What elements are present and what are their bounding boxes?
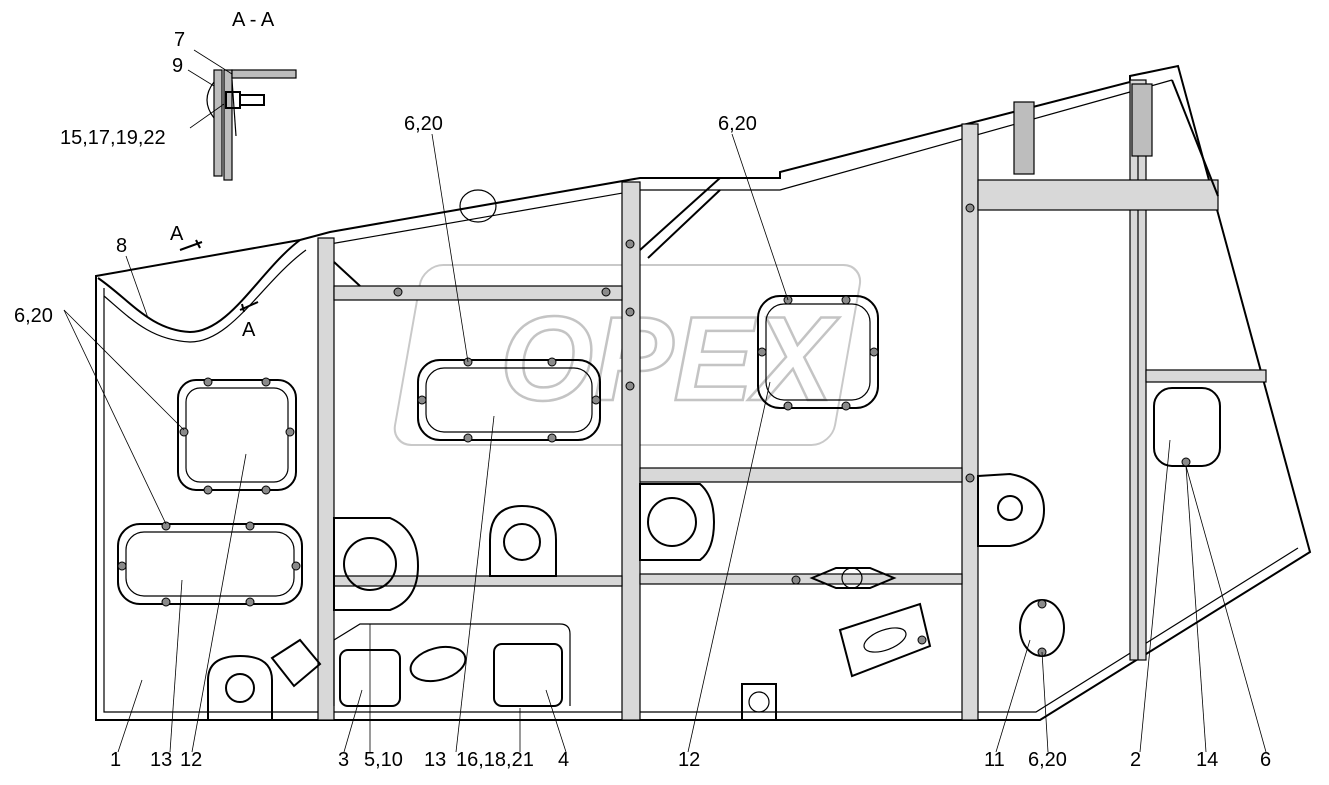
callout-12-left: 12 xyxy=(180,749,202,771)
bolts xyxy=(117,203,1191,657)
section-marker-left: A xyxy=(170,223,184,245)
callout-6-20-right: 6,20 xyxy=(718,113,757,135)
callout-8: 8 xyxy=(116,235,127,257)
callout-5-10: 5,10 xyxy=(364,749,403,771)
callout-13-center: 13 xyxy=(424,749,446,771)
section-title: A - A xyxy=(232,9,275,31)
leader-lines xyxy=(63,133,1267,753)
callout-9: 9 xyxy=(172,55,183,77)
callout-labels: A - A 7 9 15,17,19,22 8 6,20 6,20 6,20 6… xyxy=(14,9,1271,771)
callout-13-left: 13 xyxy=(150,749,172,771)
callout-6-20-left: 6,20 xyxy=(14,305,53,327)
callout-14: 14 xyxy=(1196,749,1218,771)
callout-15-17-19-22: 15,17,19,22 xyxy=(60,127,166,149)
callout-7: 7 xyxy=(174,29,185,51)
callout-6: 6 xyxy=(1260,749,1271,771)
callout-2: 2 xyxy=(1130,749,1141,771)
callout-16-18-21: 16,18,21 xyxy=(456,749,534,771)
callout-6-20-bottom: 6,20 xyxy=(1028,749,1067,771)
openings xyxy=(117,189,1221,707)
callout-12-center: 12 xyxy=(678,749,700,771)
section-detail xyxy=(187,49,297,181)
section-marker-right: A xyxy=(242,319,256,341)
callout-4: 4 xyxy=(558,749,569,771)
frame-members xyxy=(317,79,1267,721)
section-markers: A A xyxy=(170,223,259,341)
callout-1: 1 xyxy=(110,749,121,771)
callout-11: 11 xyxy=(984,749,1005,771)
round-fixtures xyxy=(207,472,1046,721)
callout-6-20-center: 6,20 xyxy=(404,113,443,135)
callout-3: 3 xyxy=(338,749,349,771)
